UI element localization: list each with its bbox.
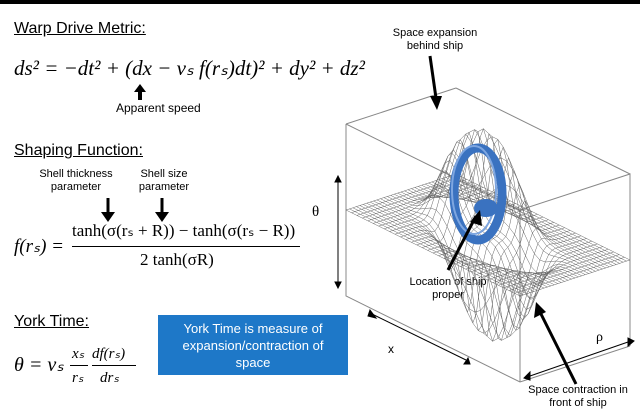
- ship-callout-arrow: [446, 210, 482, 271]
- shell-thickness-label: Shell thickness parameter: [39, 168, 113, 193]
- expansion-label: Space expansion behind ship: [392, 27, 478, 52]
- york-frac2-bar: [92, 365, 136, 366]
- shaping-heading: Shaping Function:: [14, 142, 143, 159]
- apparent-speed-arrow: [134, 84, 146, 100]
- mesh-line: [481, 240, 592, 300]
- mesh-line: [465, 232, 576, 338]
- x-axis-arrow: [367, 308, 471, 365]
- york-frac2-den: drₛ: [100, 370, 119, 386]
- metric-equation: ds² = −dt² + (dx − vₛ f(rₛ)dt)² + dy² + …: [14, 56, 365, 80]
- mesh-line: [442, 178, 617, 265]
- mesh-line: [438, 179, 613, 266]
- mesh-line: [454, 214, 565, 343]
- shaping-lhs: f(rₛ) =: [14, 236, 64, 257]
- york-lhs: θ = vₛ: [14, 354, 64, 376]
- mesh-line: [460, 228, 571, 341]
- contraction-label: Space contraction in front of ship: [528, 384, 628, 409]
- york-time-box: York Time is measure of expansion/contra…: [158, 315, 348, 375]
- mesh-line: [519, 259, 631, 297]
- mesh-line: [471, 235, 582, 331]
- mesh-line: [455, 173, 631, 261]
- expansion-callout-arrow: [428, 55, 442, 110]
- mesh-line: [445, 177, 620, 264]
- contraction-callout-arrow: [534, 302, 578, 385]
- rho-axis-arrow: [523, 337, 635, 381]
- axis-x-label: x: [388, 342, 394, 356]
- mesh-line: [509, 254, 620, 291]
- mesh-line: [449, 199, 560, 337]
- theta-axis-arrow: [334, 174, 342, 290]
- shell-size-label: Shell size parameter: [138, 168, 190, 193]
- mesh-line: [435, 180, 610, 268]
- mesh-line: [492, 246, 603, 283]
- mesh-line: [498, 248, 609, 286]
- mesh-line: [503, 251, 614, 289]
- york-frac2-num: df(rₛ): [92, 346, 126, 362]
- mesh-line: [514, 257, 625, 294]
- mesh-line: [448, 175, 624, 263]
- top-rule: [0, 0, 640, 4]
- mesh-line: [476, 238, 587, 318]
- mesh-line: [431, 181, 607, 269]
- mesh-line: [427, 146, 538, 301]
- shaping-numerator: tanh(σ(rₛ + R)) − tanh(σ(rₛ − R)): [72, 221, 296, 240]
- york-frac1-bar: [70, 365, 88, 366]
- apparent-speed-label: Apparent speed: [116, 101, 201, 115]
- mesh-line: [487, 243, 598, 284]
- metric-heading: Warp Drive Metric:: [14, 20, 146, 37]
- shaping-fraction-bar: [72, 246, 300, 247]
- york-heading: York Time:: [14, 313, 89, 330]
- shaping-denominator: 2 tanh(σR): [140, 250, 214, 269]
- ship-location-label: Location of ship proper: [409, 276, 487, 301]
- axis-rho-label: ρ: [596, 330, 603, 345]
- york-frac1-den: rₛ: [72, 370, 84, 386]
- axis-theta-label: θ: [312, 204, 320, 220]
- mesh-line: [452, 174, 627, 262]
- york-frac1-num: xₛ: [72, 346, 85, 362]
- shaping-arrows: [101, 198, 169, 222]
